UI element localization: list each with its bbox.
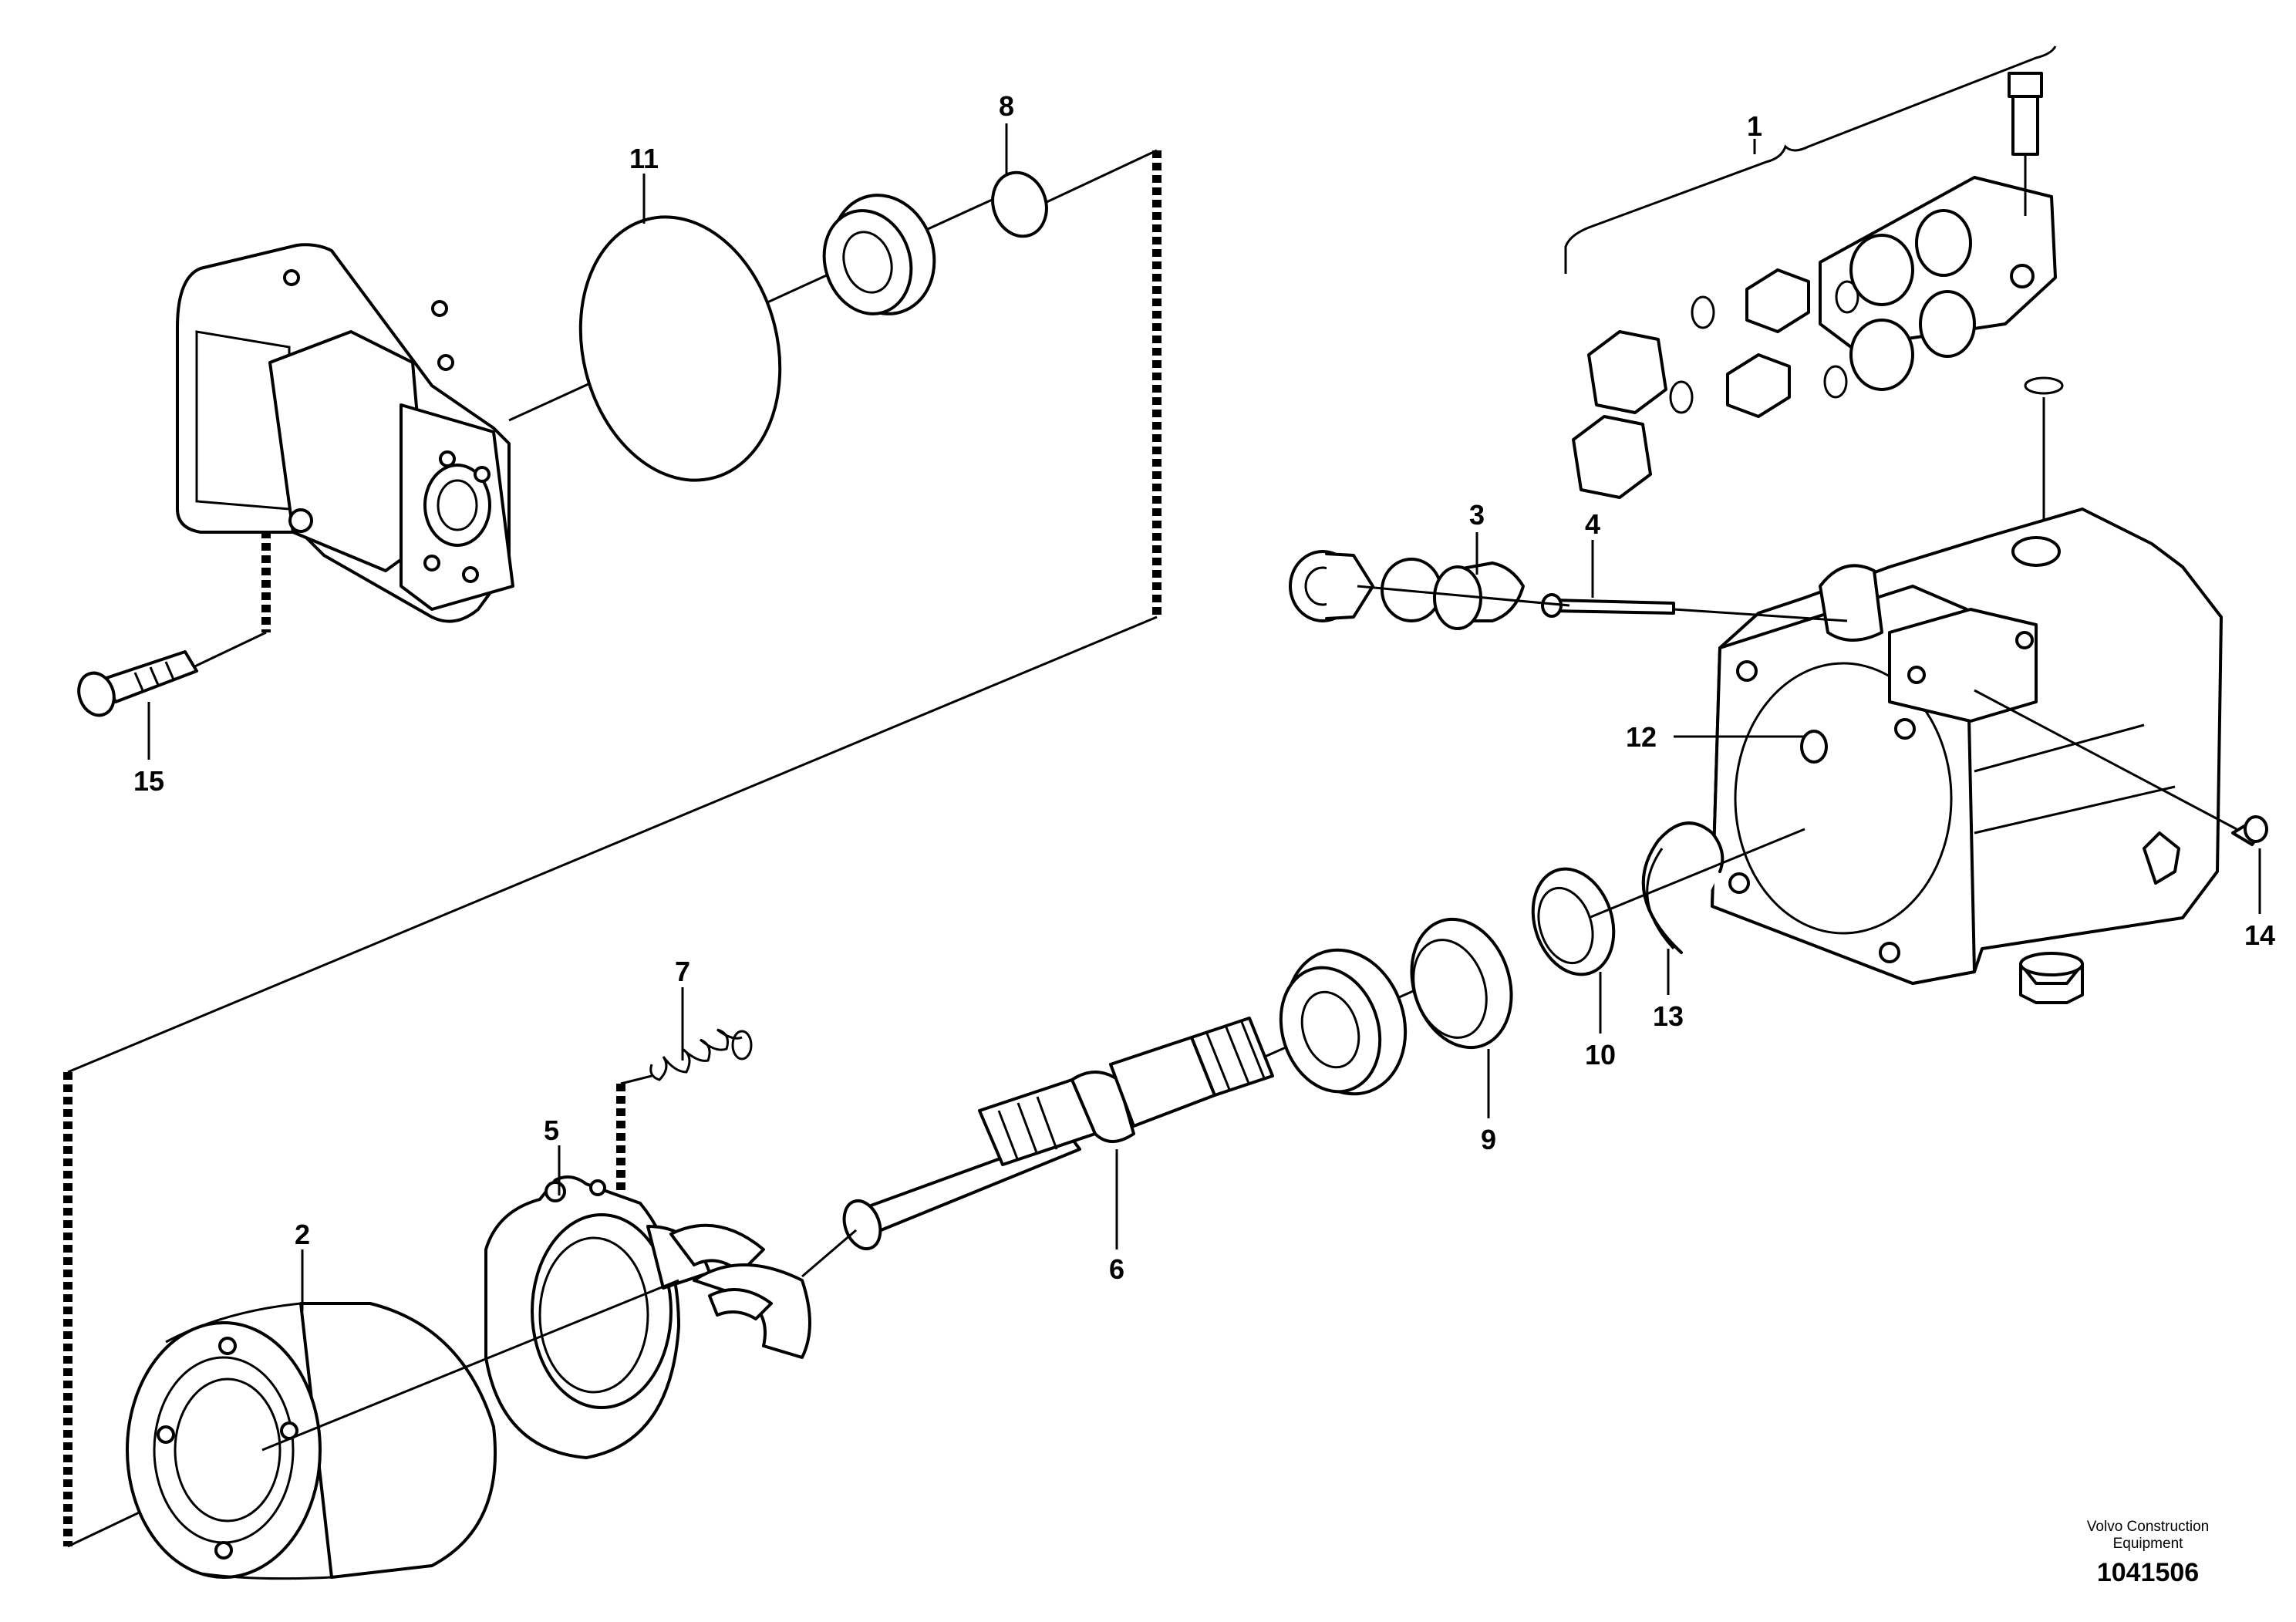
callout-4: 4 — [1585, 508, 1600, 540]
pump-housing — [1711, 508, 2223, 1004]
shaft-bearing — [1279, 948, 1408, 1096]
callout-11: 11 — [629, 143, 659, 174]
footer: Volvo Construction Equipment 1041506 — [2087, 1519, 2209, 1587]
plug-axis — [1357, 585, 1570, 607]
callout-leaders — [147, 123, 2261, 1311]
drawing-number: 1041506 — [2097, 1558, 2199, 1587]
cylinder-barrel — [126, 1302, 497, 1580]
plug-assembly — [1289, 550, 1675, 630]
upper-bearing — [822, 194, 936, 315]
cap-screw — [77, 650, 198, 717]
drive-shaft — [842, 1017, 1274, 1250]
callout-5: 5 — [544, 1114, 559, 1146]
assembly-guide-lines — [63, 149, 1161, 1548]
brand-line-1: Volvo Construction — [2087, 1519, 2209, 1535]
callout-13: 13 — [1653, 1000, 1684, 1032]
retaining-ring-13 — [1641, 821, 1725, 954]
callout-2: 2 — [295, 1219, 310, 1250]
callout-10: 10 — [1585, 1039, 1616, 1071]
swash-plate — [484, 1175, 811, 1459]
part-1-bracket — [1564, 46, 2057, 274]
brand-line-2: Equipment — [2113, 1536, 2184, 1552]
callout-12: 12 — [1626, 721, 1657, 753]
small-o-ring — [1800, 730, 1828, 764]
set-screw-axis — [1974, 689, 2237, 831]
valve-block-bolt — [2008, 72, 2043, 156]
callout-6: 6 — [1109, 1253, 1124, 1285]
callout-labels: 1 2 3 4 5 6 7 8 9 10 11 12 13 14 15 — [133, 90, 2275, 1285]
pin-axis — [1673, 608, 1848, 622]
callout-3: 3 — [1469, 499, 1485, 531]
snap-ring — [991, 170, 1048, 238]
callout-8: 8 — [999, 90, 1014, 122]
callout-15: 15 — [133, 765, 164, 797]
control-valve-assembly — [1572, 176, 2064, 499]
callout-7: 7 — [675, 956, 690, 987]
callout-14: 14 — [2244, 919, 2275, 951]
large-o-ring — [578, 215, 782, 482]
seal-axis — [1588, 828, 1805, 919]
callout-1: 1 — [1747, 110, 1762, 142]
barrel-axis — [261, 1279, 679, 1452]
seal-ring-10 — [1531, 867, 1616, 976]
compression-spring — [649, 1028, 753, 1081]
shaft-seal-9 — [1410, 917, 1513, 1050]
set-screw — [2231, 815, 2268, 846]
swash-axis — [801, 1229, 857, 1278]
end-cover-housing — [176, 243, 514, 623]
callout-9: 9 — [1481, 1124, 1496, 1155]
